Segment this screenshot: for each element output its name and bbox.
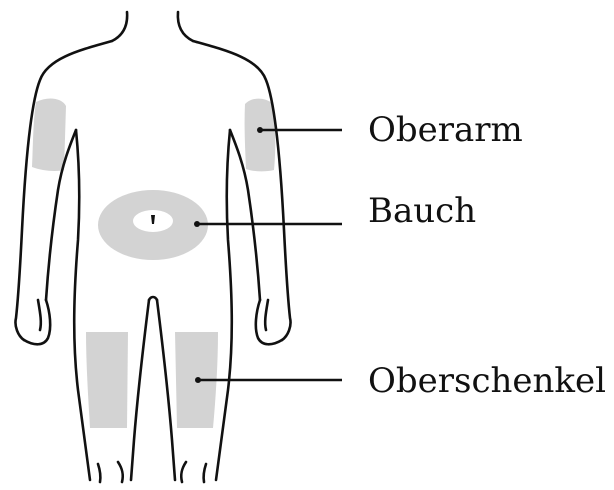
left-hand xyxy=(24,300,50,344)
crotch xyxy=(149,297,157,300)
zone-thigh-left xyxy=(86,332,128,428)
label-upper-arm: Oberarm xyxy=(368,110,523,150)
left-thumb xyxy=(38,300,41,330)
neck-left xyxy=(112,12,127,41)
left-leg-inner xyxy=(131,300,149,480)
left-arm-outer xyxy=(15,41,112,340)
label-abdomen: Bauch xyxy=(368,191,476,231)
zone-upper-arm-right xyxy=(245,99,276,172)
zone-upper-arm-left xyxy=(32,99,66,171)
left-knee-mark xyxy=(118,462,123,482)
right-leg-inner xyxy=(157,300,175,480)
right-torso-leg-outer xyxy=(216,130,232,480)
right-thumb xyxy=(265,300,268,330)
right-knee-mark-outer xyxy=(204,464,206,482)
left-knee-mark-outer xyxy=(98,464,100,482)
label-thigh: Oberschenkel xyxy=(368,361,606,401)
right-arm-outer xyxy=(193,41,291,340)
left-torso-leg-outer xyxy=(74,130,90,480)
neck-right xyxy=(178,12,193,41)
right-knee-mark xyxy=(181,462,186,482)
right-hand xyxy=(256,300,282,344)
